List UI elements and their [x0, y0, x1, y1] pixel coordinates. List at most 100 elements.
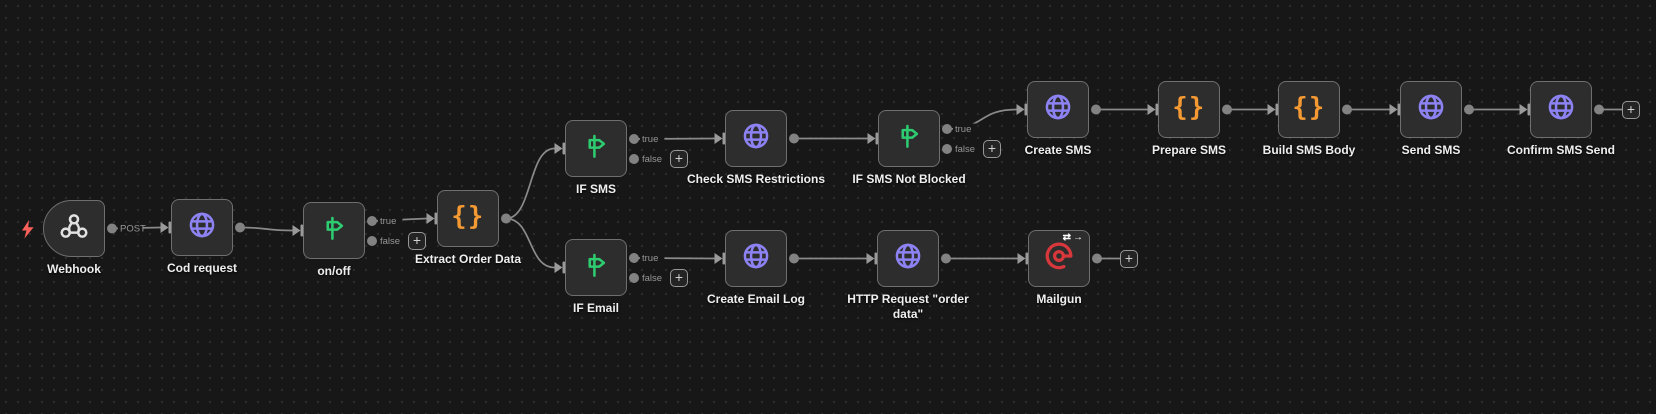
output-port-dot[interactable]	[1342, 104, 1352, 115]
output-port-dot[interactable]	[235, 222, 245, 233]
input-port-arrow-icon	[1016, 104, 1025, 115]
input-port-arrow-icon	[1267, 104, 1276, 115]
if-icon	[318, 212, 350, 249]
node-if-sms[interactable]	[565, 120, 627, 177]
port-label-backdrop	[640, 153, 670, 165]
input-port-arrow-icon	[1389, 104, 1398, 115]
output-port-dot[interactable]	[107, 223, 117, 234]
output-port-dot[interactable]	[1091, 104, 1101, 115]
port-label: false	[642, 154, 662, 165]
connection-wire	[946, 108, 1017, 130]
node-cod-request[interactable]	[171, 199, 233, 256]
node-extract-order-data[interactable]: {}	[437, 190, 499, 247]
node-create-email-log[interactable]	[725, 230, 787, 287]
swap-arrows-icon: ⇄	[1062, 232, 1072, 243]
port-label-backdrop	[378, 235, 408, 247]
node-label-prepare-sms: Prepare SMS	[1151, 143, 1227, 157]
output-port-dot[interactable]	[1092, 253, 1102, 264]
output-port-dot[interactable]	[501, 213, 511, 224]
input-port-arrow-icon	[426, 213, 435, 224]
input-port-arrow-icon	[1147, 104, 1156, 115]
node-label-if-sms-not-blocked: IF SMS Not Blocked	[852, 172, 966, 186]
mailgun-icon	[1042, 239, 1076, 278]
node-mailgun[interactable]: ⇄→	[1028, 230, 1090, 287]
port-label: false	[642, 273, 662, 284]
globe-icon	[1042, 91, 1074, 128]
node-label-on-off: on/off	[317, 264, 351, 278]
output-port-dot[interactable]	[941, 253, 951, 264]
globe-icon	[892, 240, 924, 277]
node-label-create-sms: Create SMS	[1024, 143, 1092, 157]
port-label-backdrop	[118, 223, 143, 234]
connection-wire	[371, 217, 427, 222]
port-label-backdrop	[378, 215, 403, 227]
svg-text:{}: {}	[1293, 92, 1325, 122]
node-http-request-order-data[interactable]	[877, 230, 939, 287]
port-label-backdrop	[640, 133, 665, 145]
add-node-button-after-if-sms-not-blocked[interactable]: +	[983, 140, 1001, 158]
add-node-button-after-on-off[interactable]: +	[408, 232, 426, 250]
input-port-arrow-icon	[554, 143, 563, 154]
output-port-dot[interactable]	[1464, 104, 1474, 115]
node-label-create-email-log: Create Email Log	[706, 292, 806, 306]
globe-icon	[740, 240, 772, 277]
input-port-arrow-icon	[714, 253, 723, 264]
if-icon	[580, 130, 612, 167]
connection-wire	[239, 226, 293, 232]
output-port-dot[interactable]	[629, 273, 639, 283]
node-label-if-email: IF Email	[572, 301, 619, 315]
node-on-off[interactable]	[303, 202, 365, 259]
port-label: false	[380, 236, 400, 247]
node-prepare-sms[interactable]: {}	[1158, 81, 1220, 138]
input-port-arrow-icon	[866, 253, 875, 264]
output-port-dot[interactable]	[1594, 104, 1604, 115]
output-port-dot[interactable]	[789, 133, 799, 144]
node-label-send-sms: Send SMS	[1401, 143, 1461, 157]
lightning-bolt-icon	[21, 220, 35, 244]
output-port-dot[interactable]	[1222, 104, 1232, 115]
if-icon	[893, 120, 925, 157]
node-send-sms[interactable]	[1400, 81, 1462, 138]
node-label-extract-order-data: Extract Order Data	[414, 252, 522, 266]
node-if-sms-not-blocked[interactable]	[878, 110, 940, 167]
output-port-dot[interactable]	[942, 144, 952, 154]
output-port-dot[interactable]	[367, 216, 377, 226]
input-port-arrow-icon	[867, 133, 876, 144]
node-check-sms-restrictions[interactable]	[725, 110, 787, 167]
connection-wire	[633, 257, 715, 260]
connection-wire	[111, 226, 161, 230]
node-label-if-sms: IF SMS	[575, 182, 616, 196]
output-port-dot[interactable]	[629, 134, 639, 144]
input-port-arrow-icon	[1519, 104, 1528, 115]
port-label: true	[642, 134, 658, 145]
svg-text:{}: {}	[1173, 92, 1205, 122]
node-label-build-sms-body: Build SMS Body	[1262, 143, 1356, 157]
node-confirm-sms-send[interactable]	[1530, 81, 1592, 138]
port-label: true	[955, 124, 971, 135]
globe-icon	[1545, 91, 1577, 128]
add-node-button-after-mailgun[interactable]: +	[1120, 249, 1138, 268]
output-port-dot[interactable]	[629, 154, 639, 164]
node-label-cod-request: Cod request	[166, 261, 237, 275]
node-label-http-request-order-data: HTTP Request "order data"	[847, 292, 969, 321]
add-node-button-after-if-email[interactable]: +	[670, 269, 688, 287]
node-if-email[interactable]	[565, 239, 627, 296]
output-port-dot[interactable]	[367, 236, 377, 246]
arrow-right-icon: →	[1073, 232, 1084, 243]
node-create-sms[interactable]	[1027, 81, 1089, 138]
input-port-arrow-icon	[160, 222, 169, 233]
node-build-sms-body[interactable]: {}	[1278, 81, 1340, 138]
add-node-button-after-confirm-sms-send[interactable]: +	[1622, 100, 1640, 119]
input-port-arrow-icon	[554, 262, 563, 273]
port-label-backdrop	[953, 123, 978, 135]
node-webhook[interactable]	[43, 200, 105, 257]
add-node-button-after-if-sms[interactable]: +	[670, 150, 688, 168]
output-port-dot[interactable]	[789, 253, 799, 264]
output-port-dot[interactable]	[629, 253, 639, 263]
port-label: true	[380, 216, 396, 227]
output-port-dot[interactable]	[942, 124, 952, 134]
port-label-backdrop	[640, 252, 665, 264]
port-label: true	[642, 253, 658, 264]
